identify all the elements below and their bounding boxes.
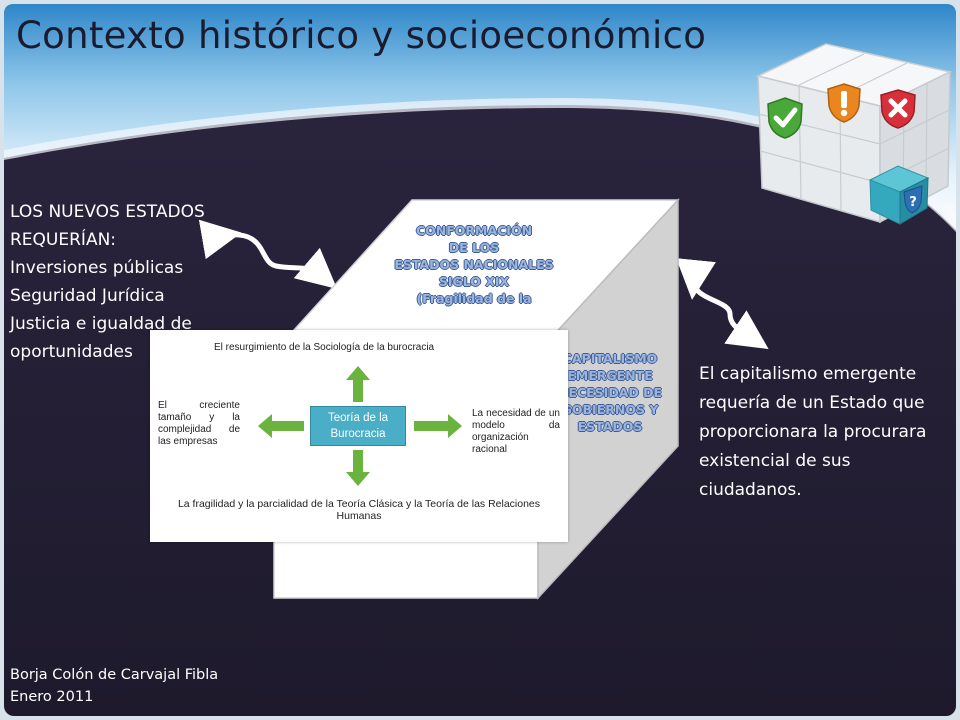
- cube-side-line: NECESIDAD DE: [557, 385, 663, 400]
- requirements-list: LOS NUEVOS ESTADOS REQUERÍAN: Inversione…: [10, 198, 240, 366]
- diagram-center-box: Teoría de la Burocracia: [310, 406, 406, 446]
- capitalism-note: El capitalismo emergente requería de un …: [699, 364, 927, 500]
- cube-side-line: ESTADOS: [577, 419, 643, 434]
- arrow-down-icon: [346, 450, 370, 486]
- diagram-arrows: [258, 366, 462, 486]
- help-shield-icon: ?: [868, 165, 930, 225]
- cube-top-line: ESTADOS NACIONALES: [394, 257, 554, 272]
- diagram-left-text: El creciente tamaño y la complejidad de …: [158, 400, 240, 447]
- diagram-right-text: La necesidad de un modelo da organizació…: [472, 408, 560, 455]
- diagram-top-text: El resurgimiento de la Sociología de la …: [214, 342, 435, 353]
- cube-side-line: EMERGENTE: [567, 368, 653, 383]
- requirement-item: oportunidades: [10, 342, 133, 362]
- check-shield-icon: [767, 97, 803, 139]
- requirement-item: Justicia e igualdad de: [10, 314, 192, 334]
- svg-text:?: ?: [909, 195, 917, 210]
- cube-side-line: GOBIERNOS Y: [561, 402, 659, 417]
- cube-top-line: (Fragilidad de la: [416, 291, 532, 306]
- cube-top-line: DE LOS: [448, 240, 500, 255]
- cube-top-line: CONFORMACIÓN: [415, 223, 533, 238]
- requirements-heading-1: LOS NUEVOS ESTADOS: [10, 202, 205, 222]
- footer-author: Borja Colón de Carvajal Fibla: [10, 667, 219, 683]
- error-shield-icon: [880, 89, 916, 129]
- footer: Borja Colón de Carvajal Fibla Enero 2011: [10, 664, 218, 708]
- bureaucracy-diagram: El resurgimiento de la Sociología de la …: [150, 330, 568, 542]
- cube-side-label: CAPITALISMO EMERGENTE NECESIDAD DE GOBIE…: [548, 350, 672, 435]
- slide-title: Contexto histórico y socioeconómico: [16, 14, 707, 57]
- requirement-item: Seguridad Jurídica: [10, 286, 165, 306]
- diagram-bottom-text: La fragilidad y la parcialidad de la Teo…: [177, 498, 541, 522]
- arrow-right-icon: [414, 414, 462, 438]
- warning-shield-icon: [827, 83, 861, 123]
- arrow-left-icon: [258, 414, 304, 438]
- requirement-item: Inversiones públicas: [10, 258, 184, 278]
- footer-date: Enero 2011: [10, 689, 94, 705]
- arrow-up-icon: [346, 366, 370, 402]
- cube-top-line: SIGLO XIX: [438, 274, 510, 289]
- cube-top-label: CONFORMACIÓN DE LOS ESTADOS NACIONALES S…: [384, 222, 564, 307]
- requirements-heading-2: REQUERÍAN:: [10, 230, 117, 250]
- cube-side-line: CAPITALISMO: [562, 351, 658, 366]
